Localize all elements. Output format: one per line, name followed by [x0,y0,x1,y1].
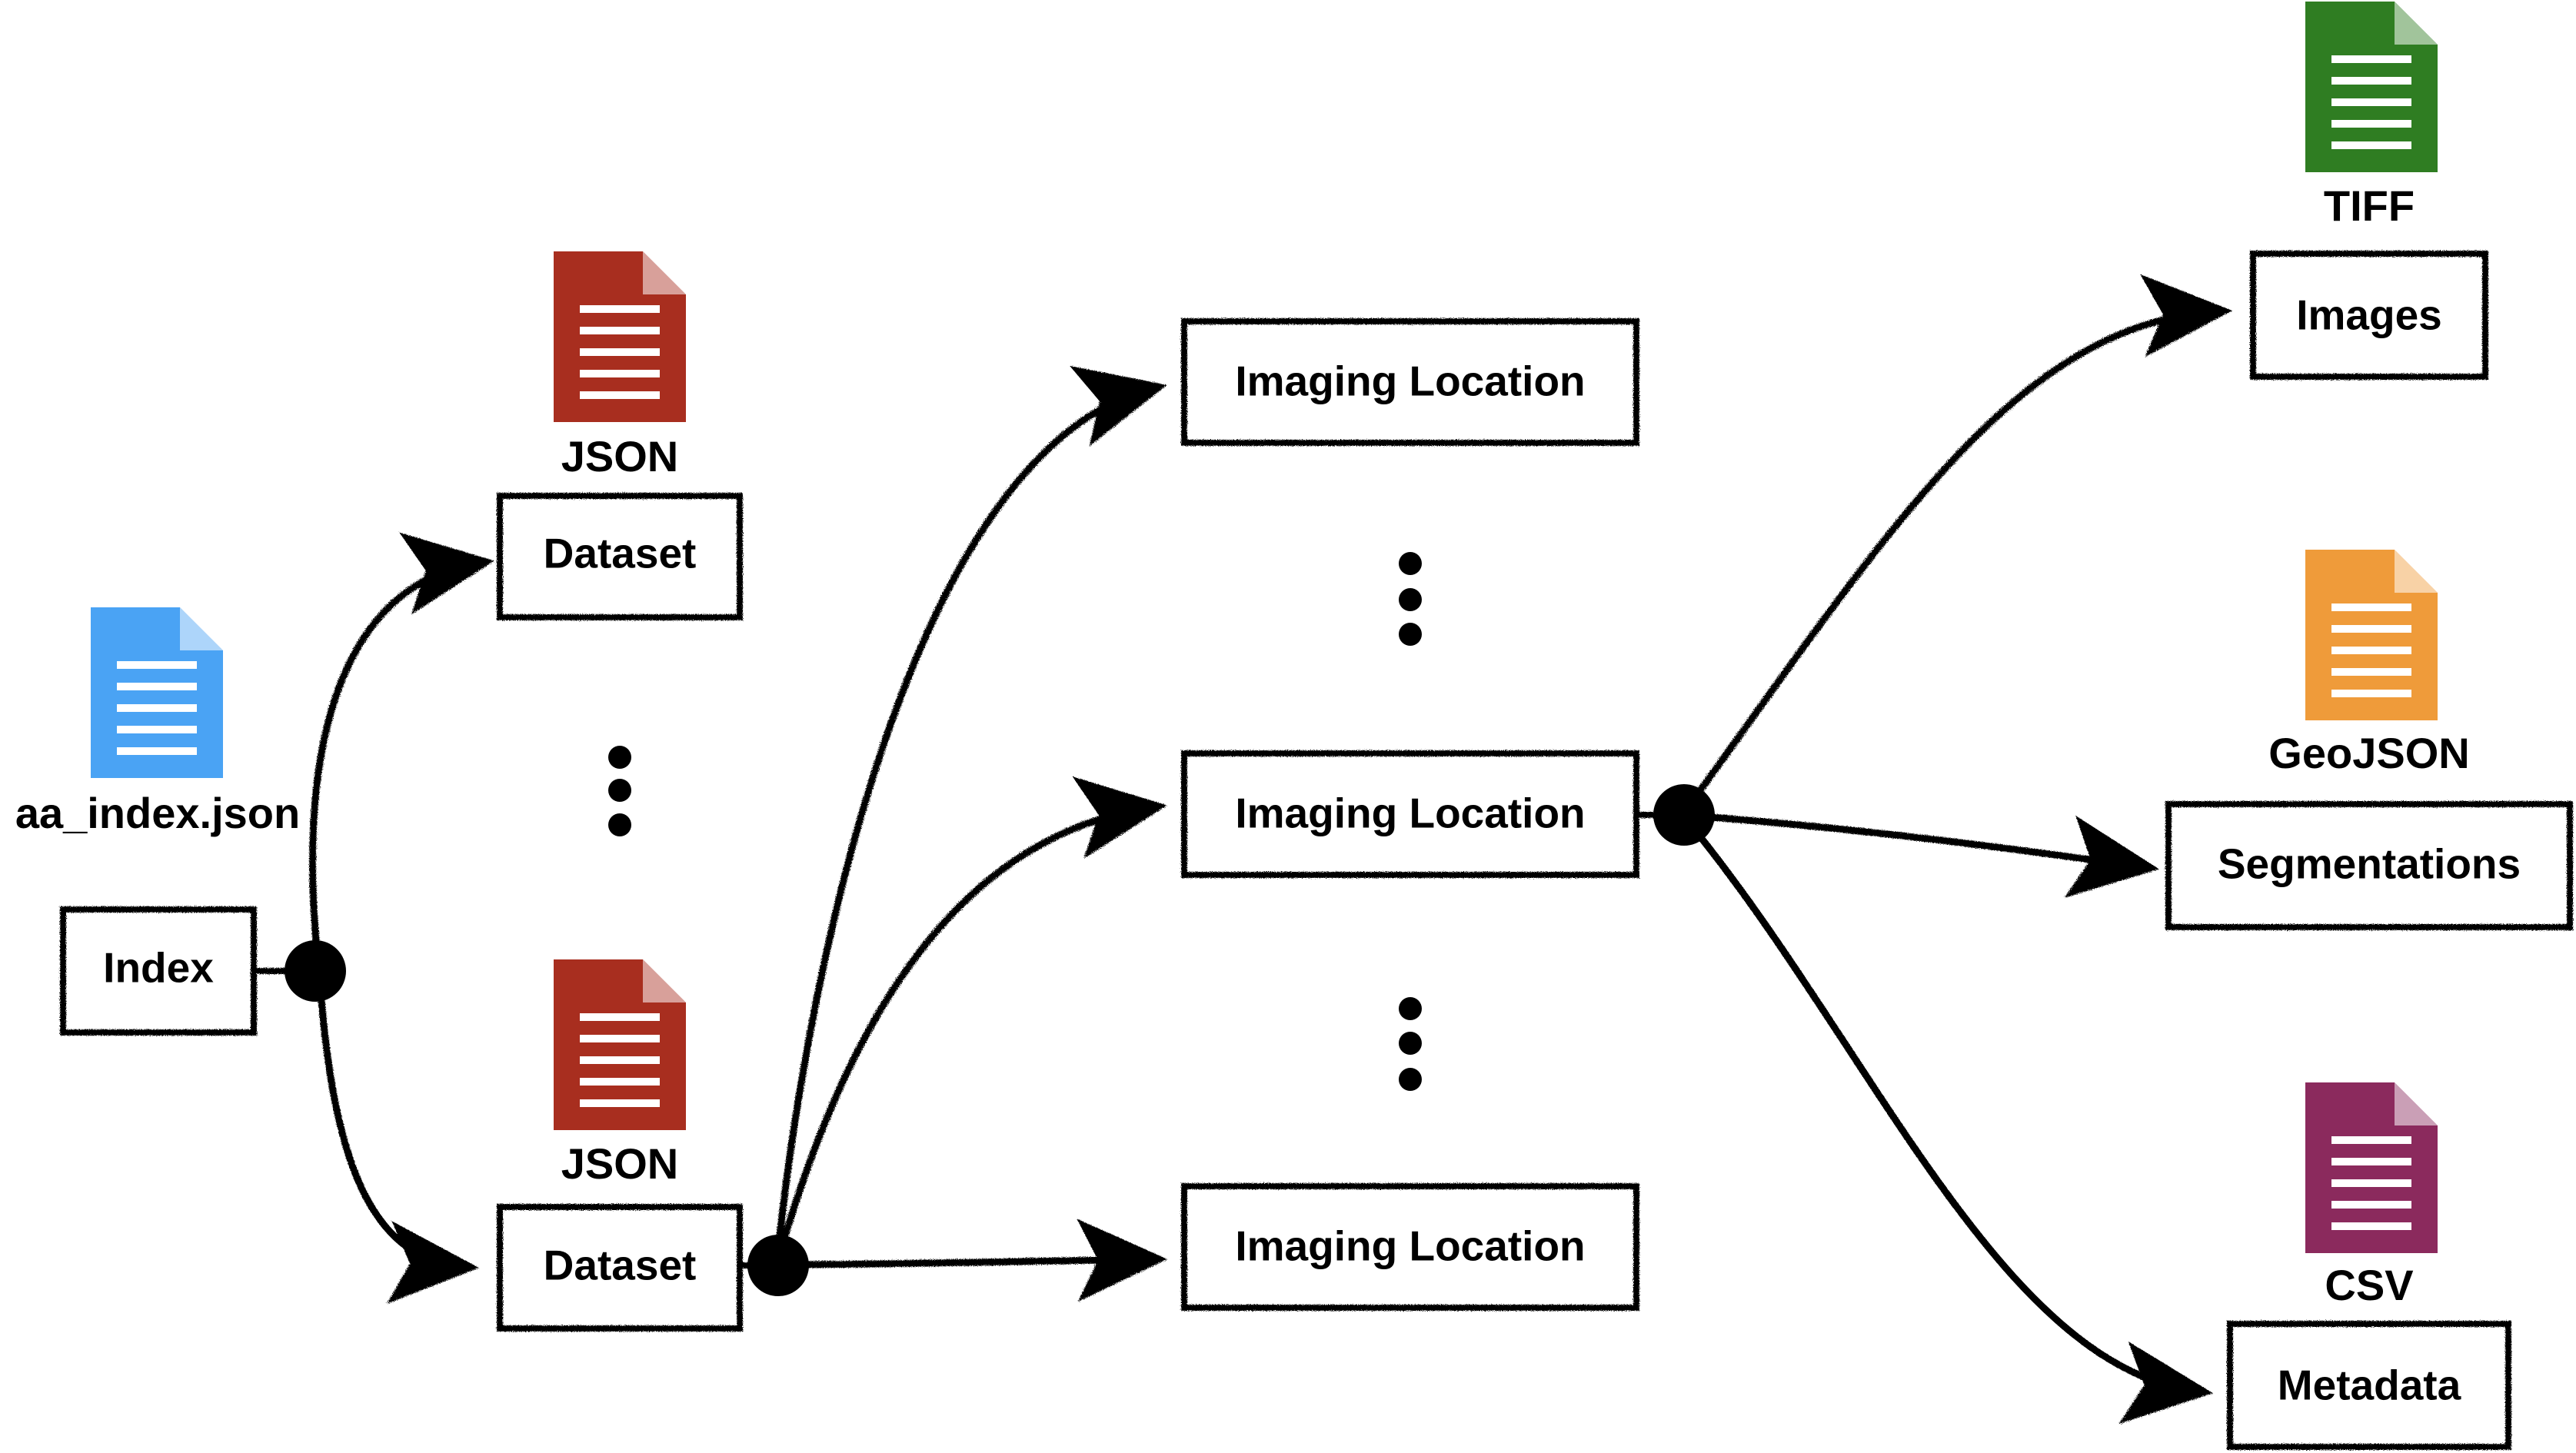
edge-dataset-imaging-bottom [773,1219,1167,1302]
vertical-ellipsis-imaging-lower [1399,997,1422,1091]
connectors [309,274,2232,1425]
node-label: Segmentations [2218,840,2521,888]
node-index: Index [60,906,257,1036]
node-dataset-bottom: Dataset [497,1204,743,1332]
node-segmentations: Segmentations [2165,801,2573,930]
file-label-metadata: CSV [2325,1261,2413,1309]
document-icon-dataset-bottom [554,959,686,1130]
node-label: Metadata [2278,1362,2461,1409]
node-imaging-top: Imaging Location [1181,318,1639,446]
node-box [2227,1321,2511,1450]
node-imaging-middle: Imaging Location [1181,750,1639,878]
node-box [60,906,257,1036]
node-box [2165,801,2573,930]
node-label: Imaging Location [1235,357,1585,405]
edge-index-dataset-top [309,532,494,974]
file-icons [91,2,2438,1253]
node-box [1181,1183,1639,1311]
edge-imaging-images [1679,274,2232,819]
file-label-images: TIFF [2324,181,2415,230]
junction-dot-index [285,940,346,1002]
node-label: Imaging Location [1235,1222,1585,1270]
node-metadata: Metadata [2227,1321,2511,1450]
node-box [2250,251,2488,380]
document-icon-csv [2305,1082,2438,1253]
node-label: Images [2296,291,2442,339]
document-icon-dataset-top [554,251,686,422]
file-label-dataset-top: JSON [561,432,679,480]
file-label-index: aa_index.json [15,789,300,837]
node-imaging-bottom: Imaging Location [1181,1183,1639,1311]
node-label: Index [103,944,214,992]
junction-dot-dataset [747,1235,809,1296]
edge-imaging-metadata [1679,811,2213,1425]
node-label: Dataset [544,530,697,577]
vertical-ellipsis-datasets [608,746,631,836]
node-box [497,493,743,620]
node-label: Dataset [544,1242,697,1289]
node-box [1181,318,1639,446]
vertical-ellipsis-imaging-upper [1399,552,1422,646]
edge-index-dataset-bottom [315,966,479,1304]
node-box [497,1204,743,1332]
edge-dataset-imaging-top [773,366,1167,1268]
document-icon-tiff [2305,2,2438,172]
edge-imaging-segmentations [1679,811,2159,898]
node-images: Images [2250,251,2488,380]
node-label: Imaging Location [1235,790,1585,837]
document-icon-index [91,607,223,778]
document-icon-geojson [2305,550,2438,720]
node-dataset-top: Dataset [497,493,743,620]
junction-dot-imaging [1653,784,1715,846]
edge-dataset-imaging-middle [773,776,1167,1268]
file-label-dataset-bottom: JSON [561,1139,679,1188]
node-box [1181,750,1639,878]
file-label-segmentations: GeoJSON [2268,729,2469,777]
